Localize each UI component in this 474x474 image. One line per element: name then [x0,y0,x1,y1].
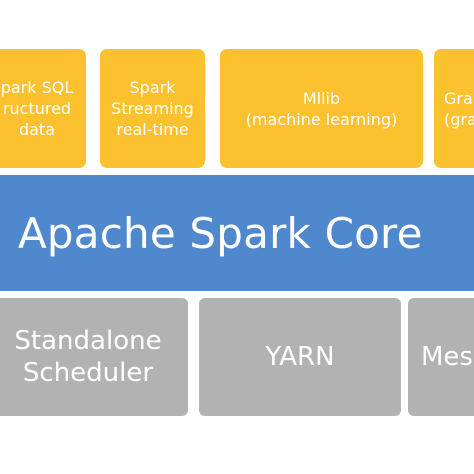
spark-core-bar: Apache Spark Core [0,175,474,291]
spark-sql-subtitle-2: data [18,120,56,139]
spark-sql-subtitle: ructured [2,99,72,118]
standalone-label: Standalone [14,326,162,356]
yarn-box: YARN [199,298,401,416]
yarn-label: YARN [265,342,335,372]
mllib-subtitle: (machine learning) [245,109,398,129]
standalone-label-2: Scheduler [22,358,154,388]
spark-streaming-label-2: Streaming [111,99,194,118]
spark-sql-box: park SQL ructured data [0,49,86,168]
mesos-label: Mes [421,342,473,372]
graphx-subtitle: (gra [444,109,474,129]
spark-streaming-label: Spark [129,78,176,97]
spark-streaming-box: Spark Streaming real-time [100,49,205,168]
spark-sql-label: park SQL [0,78,74,97]
graphx-box: Grap (gra [434,49,474,168]
mllib-label: Mllib [302,88,341,108]
graphx-label: Grap [444,88,474,108]
standalone-scheduler-box: Standalone Scheduler [0,298,188,416]
spark-core-label: Apache Spark Core [18,208,423,258]
mesos-box: Mes [408,298,474,416]
spark-streaming-subtitle: real-time [116,120,189,139]
mllib-box: Mllib (machine learning) [220,49,423,168]
